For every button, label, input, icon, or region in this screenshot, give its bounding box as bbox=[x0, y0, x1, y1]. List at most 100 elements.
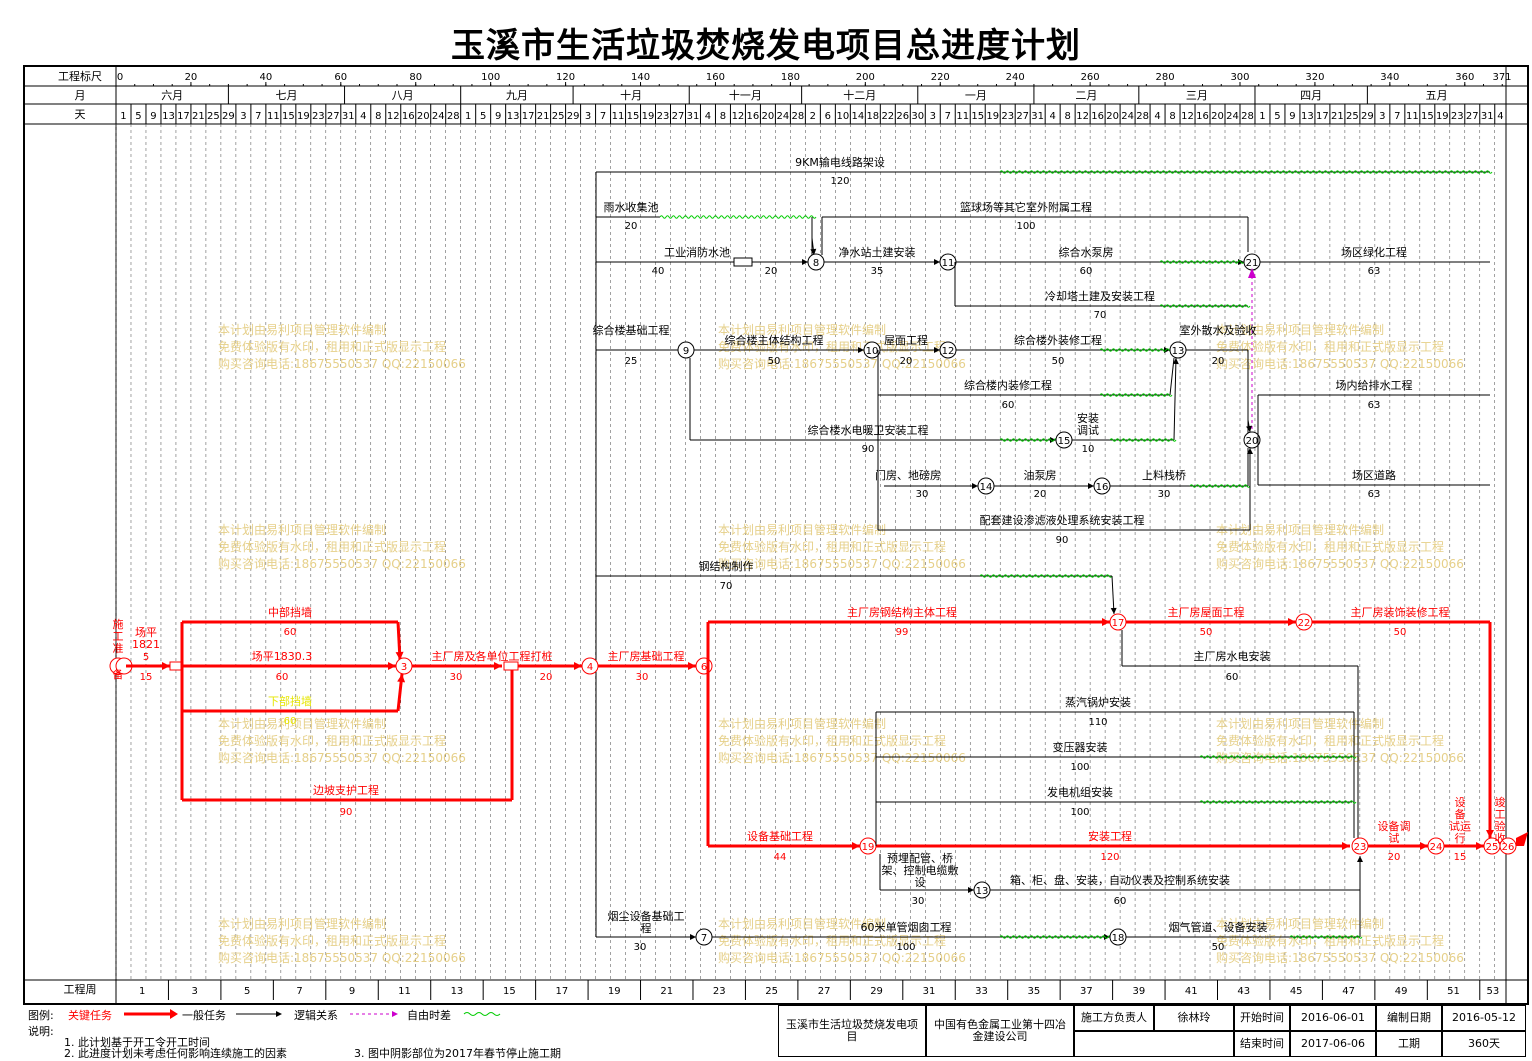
watermark-text: 免费体验版有水印，租用和正式版显示工程 bbox=[218, 733, 446, 748]
watermark-text: 免费体验版有水印，租用和正式版显示工程 bbox=[1216, 933, 1444, 948]
note-2: 2. 此进度计划未考虑任何影响连续施工的因素 bbox=[64, 1047, 287, 1060]
task-duration: 20 bbox=[1034, 489, 1047, 500]
week-label: 43 bbox=[1237, 986, 1250, 997]
day-label: 22 bbox=[881, 111, 894, 122]
arrowhead-icon bbox=[1088, 483, 1094, 489]
scale-tick-label: 20 bbox=[185, 72, 198, 83]
task-duration: 50 bbox=[1212, 942, 1225, 953]
arrowhead-icon bbox=[494, 662, 502, 670]
day-label: 23 bbox=[1001, 111, 1014, 122]
day-label: 15 bbox=[282, 111, 295, 122]
day-label: 29 bbox=[222, 111, 235, 122]
task-duration: 70 bbox=[1094, 310, 1107, 321]
scale-tick-label: 220 bbox=[931, 72, 950, 83]
day-label: 8 bbox=[375, 111, 381, 122]
task-duration: 20 bbox=[765, 266, 778, 277]
month-label: 九月 bbox=[506, 89, 528, 102]
event-node-label: 22 bbox=[1298, 618, 1311, 629]
legend-swatches bbox=[124, 1009, 501, 1019]
task-name: 净水站土建安装 bbox=[839, 245, 916, 259]
task-duration: 60 bbox=[284, 716, 297, 727]
task-duration: 50 bbox=[1394, 627, 1407, 638]
arrowhead-icon bbox=[1476, 842, 1484, 850]
task-duration: 20 bbox=[625, 221, 638, 232]
task-duration: 100 bbox=[896, 942, 915, 953]
arrowhead-icon bbox=[395, 651, 404, 660]
day-label: 21 bbox=[192, 111, 205, 122]
task-name: 试运 bbox=[1449, 820, 1471, 833]
arrowhead-icon bbox=[1172, 358, 1179, 365]
task-name: 工 bbox=[113, 630, 124, 643]
event-node bbox=[1243, 431, 1261, 449]
month-label: 一月 bbox=[965, 89, 987, 102]
task-name: 配套建设渗滤液处理系统安装工程 bbox=[980, 513, 1145, 527]
edit-label: 编制日期 bbox=[1376, 1005, 1442, 1031]
day-label: 11 bbox=[1406, 111, 1419, 122]
task-duration: 63 bbox=[1368, 489, 1381, 500]
arrowhead-icon bbox=[1104, 934, 1110, 940]
free-float-line bbox=[1099, 393, 1173, 397]
task-name: 1821 bbox=[132, 638, 160, 651]
scale-tick-label: 160 bbox=[706, 72, 725, 83]
free-float-line bbox=[1099, 348, 1173, 352]
task-line bbox=[1169, 357, 1175, 396]
task-name: 篮球场等其它室外附属工程 bbox=[960, 200, 1092, 214]
task-name: 60米单管烟囱工程 bbox=[861, 920, 952, 934]
day-label: 8 bbox=[720, 111, 726, 122]
week-label: 53 bbox=[1487, 986, 1500, 997]
task-duration: 120 bbox=[1100, 852, 1119, 863]
day-label: 16 bbox=[747, 111, 760, 122]
task-name: 烟尘设备基础工 bbox=[608, 909, 685, 923]
critical-arrow-icon bbox=[170, 1009, 178, 1019]
month-label: 十月 bbox=[620, 88, 642, 102]
day-label: 16 bbox=[1091, 111, 1104, 122]
day-label: 28 bbox=[792, 111, 805, 122]
arrowhead-icon bbox=[852, 842, 860, 850]
day-label: 19 bbox=[986, 111, 999, 122]
day-label: 28 bbox=[447, 111, 460, 122]
period-value: 360天 bbox=[1442, 1031, 1526, 1057]
day-label: 4 bbox=[1497, 111, 1503, 122]
end-label: 结束时间 bbox=[1234, 1031, 1290, 1057]
arrowhead-icon bbox=[1486, 830, 1494, 838]
day-label: 16 bbox=[1196, 111, 1209, 122]
task-name: 场区绿化工程 bbox=[1341, 245, 1407, 259]
watermark-text: 购买咨询电话:18675550537 QQ:22150066 bbox=[1216, 556, 1464, 571]
day-label: 24 bbox=[777, 111, 790, 122]
event-node-label: 16 bbox=[1096, 482, 1109, 493]
day-label: 4 bbox=[705, 111, 711, 122]
task-duration: 99 bbox=[896, 627, 909, 638]
day-label: 28 bbox=[1136, 111, 1149, 122]
scale-tick-label: 320 bbox=[1305, 72, 1324, 83]
day-label: 1 bbox=[465, 111, 471, 122]
free-float-line bbox=[659, 215, 817, 219]
task-duration: 15 bbox=[1454, 852, 1467, 863]
task-name: 门房、地磅房 bbox=[875, 468, 941, 482]
week-label: 1 bbox=[139, 986, 145, 997]
day-label: 9 bbox=[1289, 111, 1295, 122]
day-label: 25 bbox=[207, 111, 220, 122]
week-label: 37 bbox=[1080, 986, 1093, 997]
day-label: 4 bbox=[1154, 111, 1160, 122]
day-label: 7 bbox=[255, 111, 261, 122]
week-label: 29 bbox=[870, 986, 883, 997]
task-arrow bbox=[1111, 575, 1115, 615]
task-name: 变压器安装 bbox=[1053, 740, 1108, 754]
task-name: 设 bbox=[915, 876, 926, 889]
watermark-text: 本计划由易利项目管理软件编制 bbox=[1216, 322, 1384, 337]
day-label: 11 bbox=[956, 111, 969, 122]
legend-label: 图例: bbox=[28, 1009, 54, 1022]
task-name: 综合楼主体结构工程 bbox=[725, 333, 824, 347]
note-1: 1. 此计划基于开工令开工时间 bbox=[64, 1036, 210, 1049]
day-label: 1 bbox=[1259, 111, 1265, 122]
project-name: 玉溪市生活垃圾焚烧发电项目 bbox=[778, 1005, 926, 1057]
event-node-label: 13 bbox=[1172, 346, 1185, 357]
day-label: 7 bbox=[945, 111, 951, 122]
free-float-line bbox=[999, 170, 1493, 174]
task-name: 钢结构制作 bbox=[699, 559, 754, 573]
day-label: 4 bbox=[360, 111, 366, 122]
day-label: 24 bbox=[1121, 111, 1134, 122]
task-name: 施 bbox=[113, 618, 124, 631]
task-duration: 60 bbox=[284, 627, 297, 638]
day-label: 17 bbox=[177, 111, 190, 122]
